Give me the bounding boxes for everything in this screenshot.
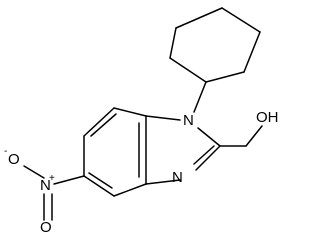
bond-c4-c5 — [83, 175, 115, 197]
bond-ch2-oh — [245, 125, 263, 147]
atom-nitro-n: N — [40, 177, 51, 194]
imidazole-ring — [145, 115, 221, 185]
benzene-ring — [83, 107, 147, 197]
atom-oh: OH — [256, 109, 279, 126]
bond-c7-c7a — [113, 107, 147, 117]
bond-c5-nitro — [53, 175, 85, 185]
molecule-structure: N N OH N + O - O — [4, 7, 279, 236]
atom-nitro-o-double: O — [40, 219, 52, 236]
atom-nitro-o-minus: O — [8, 151, 20, 168]
cyclohexyl-ring — [169, 7, 261, 83]
bond-c7a-n1 — [145, 115, 181, 121]
bond — [221, 7, 261, 33]
bond-cyclohexyl-n1 — [193, 81, 207, 113]
nitro-group — [23, 165, 85, 221]
bond — [243, 31, 261, 73]
charge-plus: + — [49, 173, 55, 184]
bond-c2-n3 — [195, 145, 221, 171]
bond — [175, 7, 223, 29]
bond — [169, 27, 177, 59]
bond-c2-n3-inner — [193, 145, 215, 165]
bond-c6-c7-inner — [90, 113, 117, 137]
atom-n1: N — [183, 112, 194, 129]
bond-c6-c7 — [83, 107, 115, 137]
bond — [169, 57, 207, 83]
bond-nitro-o-minus — [23, 165, 45, 179]
bond-n1-c2 — [197, 127, 221, 147]
bond-c4-c5-inner — [88, 172, 113, 189]
atom-n3: N — [172, 169, 183, 186]
bond-n3-c3a — [145, 179, 181, 185]
bond — [205, 71, 245, 83]
charge-minus: - — [4, 146, 7, 157]
bond-c3a-c4 — [113, 183, 147, 197]
